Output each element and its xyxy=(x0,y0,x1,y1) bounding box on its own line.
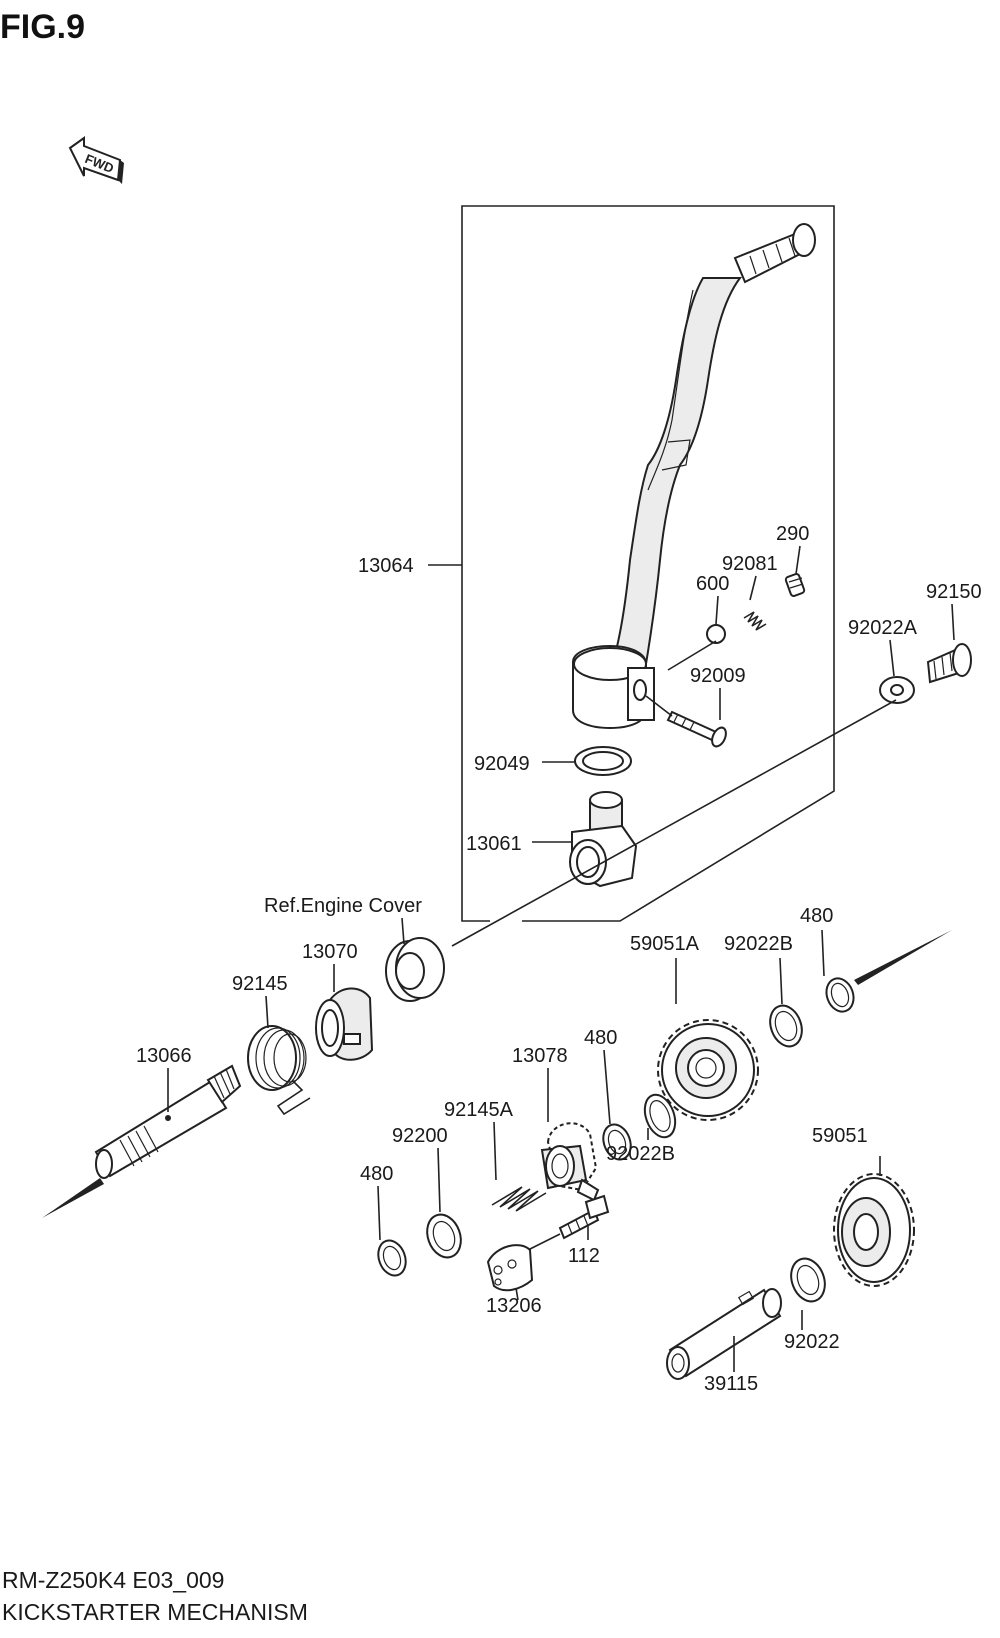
engine-cover-seal xyxy=(385,937,445,1002)
figure-title: FIG.9 xyxy=(0,8,85,46)
callout-112: 112 xyxy=(568,1245,600,1267)
callout-92081: 92081 xyxy=(722,553,778,575)
callout-13078: 13078 xyxy=(512,1045,568,1067)
callout-480-top: 480 xyxy=(800,905,833,927)
part-480-circlip-top xyxy=(825,977,855,1013)
callout-92022: 92022 xyxy=(784,1331,840,1353)
part-92200-washer xyxy=(426,1213,462,1259)
callout-92022B-bottom: 92022B xyxy=(606,1143,675,1165)
part-92022-washer xyxy=(790,1257,826,1303)
leader-line xyxy=(527,1233,561,1251)
callout-480-mid: 480 xyxy=(584,1027,617,1049)
gear-axis-line xyxy=(854,930,952,985)
part-600-ball xyxy=(706,624,726,644)
part-13078-ratchet xyxy=(540,1122,600,1202)
part-13066-kick-shaft xyxy=(94,1064,242,1179)
callout-290: 290 xyxy=(776,523,809,545)
part-13061-kick-boss xyxy=(569,791,638,888)
part-39115-shaft xyxy=(666,1288,782,1380)
callout-480-left: 480 xyxy=(360,1163,393,1185)
leader-line xyxy=(667,640,717,671)
part-59051-gear xyxy=(833,1173,915,1287)
part-92009-bolt xyxy=(666,710,727,748)
callout-13070: 13070 xyxy=(302,941,358,963)
callout-92150: 92150 xyxy=(926,581,982,603)
callout-13064: 13064 xyxy=(358,555,414,577)
part-480-circlip-mid xyxy=(602,1123,632,1161)
part-290-set-screw xyxy=(784,573,806,597)
callout-92049: 92049 xyxy=(474,753,530,775)
fwd-arrow-icon: FWD xyxy=(68,136,124,184)
callout-59051: 59051 xyxy=(812,1125,868,1147)
part-59051A-gear xyxy=(657,1019,759,1121)
callout-13061: 13061 xyxy=(466,833,522,855)
callout-59051A: 59051A xyxy=(630,933,700,955)
footer-section-name: KICKSTARTER MECHANISM xyxy=(2,1599,308,1625)
callout-92145A: 92145A xyxy=(444,1099,514,1121)
axis-line xyxy=(451,699,897,947)
callout-leaders xyxy=(167,545,955,1372)
callout-ref-engine-cover: Ref.Engine Cover xyxy=(264,895,422,917)
part-480-circlip-left xyxy=(377,1239,407,1277)
part-92150-bolt xyxy=(926,643,972,684)
part-92049-oil-seal xyxy=(574,746,632,776)
part-112-bolt xyxy=(558,1194,610,1240)
callout-92200: 92200 xyxy=(392,1125,448,1147)
shaft-axis-line xyxy=(42,1178,104,1218)
callout-92022B-top: 92022B xyxy=(724,933,793,955)
callout-39115: 39115 xyxy=(704,1373,758,1395)
part-92022B-washer-top xyxy=(769,1004,803,1048)
callout-92009: 92009 xyxy=(690,665,746,687)
part-92022B-washer-bottom xyxy=(643,1093,677,1139)
part-92022A-washer xyxy=(879,676,915,704)
callout-92145: 92145 xyxy=(232,973,288,995)
part-13070-sleeve xyxy=(315,987,374,1061)
part-92081-spring xyxy=(743,611,767,631)
callout-600: 600 xyxy=(696,573,729,595)
kick-lever-group-box xyxy=(461,205,835,922)
callout-13206: 13206 xyxy=(486,1295,542,1317)
callout-13066: 13066 xyxy=(136,1045,192,1067)
kick-lever xyxy=(572,223,816,730)
leader-line xyxy=(645,695,673,717)
part-92145-spring xyxy=(247,1025,311,1116)
footer-model-code: RM-Z250K4 E03_009 xyxy=(2,1567,224,1593)
part-92145A-spring xyxy=(491,1186,547,1212)
callout-92022A: 92022A xyxy=(848,617,918,639)
part-13206-stopper-plate xyxy=(486,1244,534,1292)
